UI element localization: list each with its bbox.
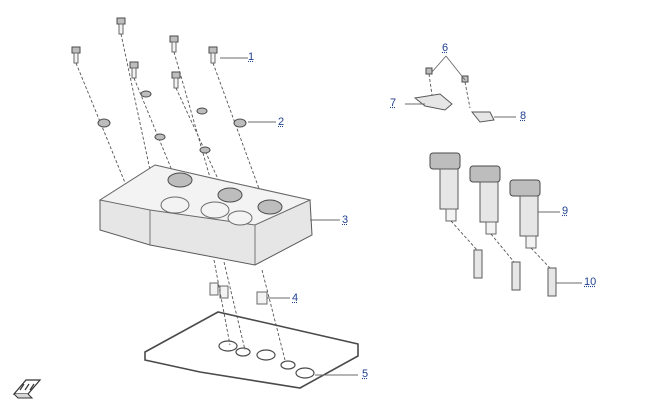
ignition-coil (469, 165, 515, 263)
ignition-coil (429, 152, 478, 251)
forward-direction-icon (12, 379, 42, 399)
bolt (169, 35, 216, 196)
callout-2[interactable]: 2 (278, 116, 285, 128)
bolt (71, 46, 129, 191)
callout-7[interactable]: 7 (390, 97, 397, 109)
bracket-right (470, 111, 495, 123)
dowels (209, 259, 286, 361)
callout-8[interactable]: 8 (520, 110, 527, 122)
spark-plugs (473, 249, 557, 297)
callout-9[interactable]: 9 (562, 205, 569, 217)
callout-6[interactable]: 6 (442, 42, 449, 54)
bolt (116, 17, 151, 171)
leader-lines (220, 55, 582, 376)
valve-cover (98, 164, 313, 266)
ignition-coil (509, 179, 551, 269)
callout-3[interactable]: 3 (342, 214, 349, 226)
bracket-bolts (425, 67, 471, 109)
bolt-washers (97, 90, 247, 154)
callout-5[interactable]: 5 (362, 368, 369, 380)
callout-1[interactable]: 1 (248, 51, 255, 63)
bolt (208, 46, 266, 206)
ignition-coils (429, 152, 551, 269)
callout-4[interactable]: 4 (292, 292, 299, 304)
bracket-left (413, 93, 453, 111)
cover-gasket (144, 311, 359, 389)
callout-10[interactable]: 10 (584, 276, 597, 288)
